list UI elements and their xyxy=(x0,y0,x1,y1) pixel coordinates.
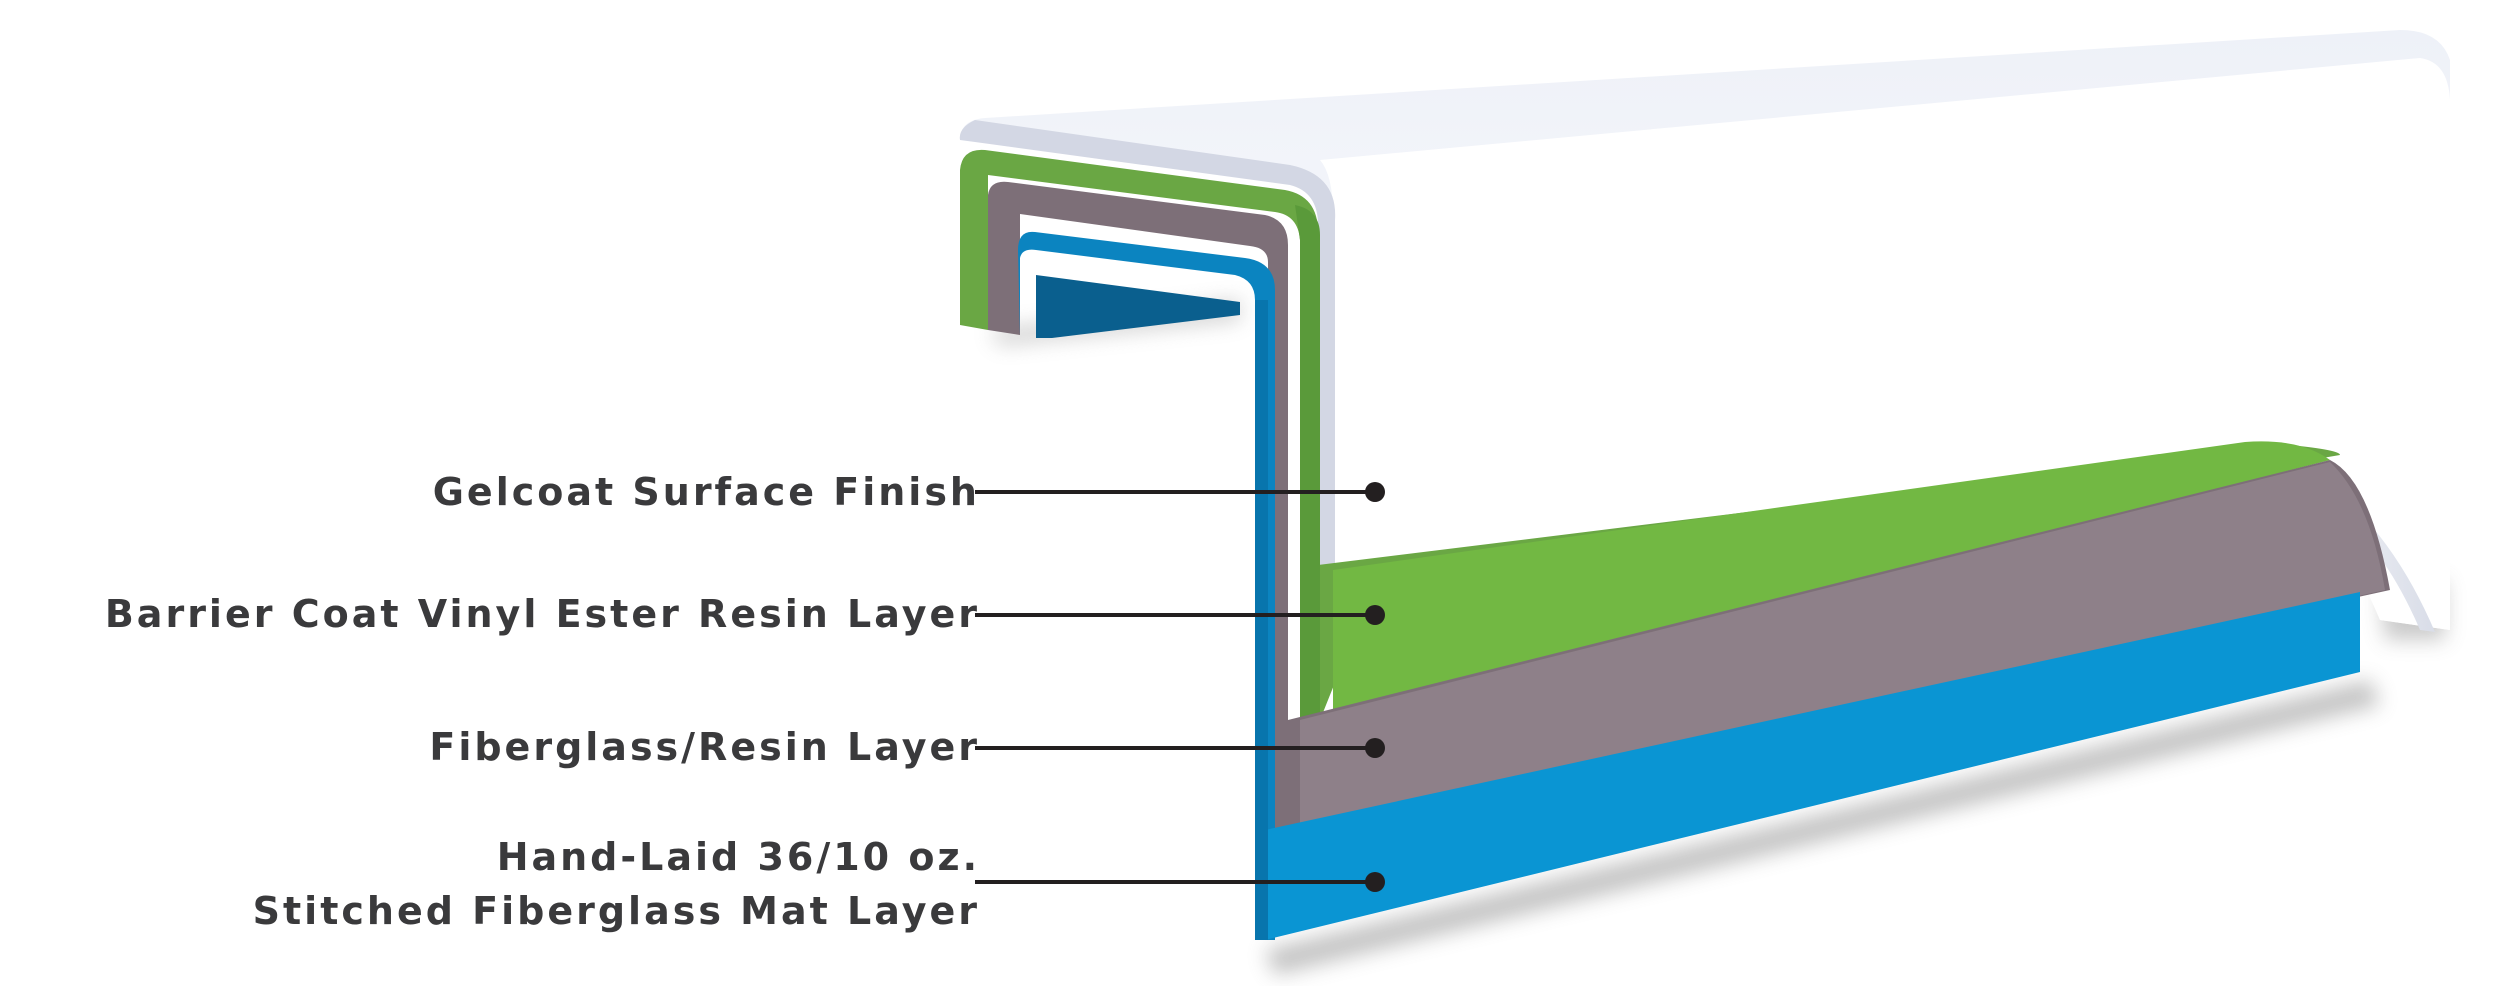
leader-dot-barrier xyxy=(1365,605,1385,625)
fiberglass-resin-front xyxy=(1300,462,2385,830)
label-fiberglass-resin-line-1: Fiberglass/Resin Layer xyxy=(429,725,980,769)
label-gelcoat-line-1: Gelcoat Surface Finish xyxy=(432,470,980,514)
stitched-mat-front xyxy=(1265,592,2360,940)
barrier-coat-vertical-face xyxy=(1295,205,1320,720)
leader-dot-fiberglass xyxy=(1365,738,1385,758)
label-fiberglass-resin: Fiberglass/Resin Layer xyxy=(429,720,980,774)
label-stitched-mat-line-2: Stitched Fiberglass Mat Layer xyxy=(252,889,980,933)
gelcoat-front-face xyxy=(1320,58,2450,630)
leader-gelcoat xyxy=(975,482,1385,502)
leader-dot-gelcoat xyxy=(1365,482,1385,502)
stitched-mat-vertical-face xyxy=(1255,300,1268,940)
label-barrier-coat-line-1: Barrier Coat Vinyl Ester Resin Layer xyxy=(104,592,980,636)
label-stitched-mat-line-1: Hand-Laid 36/10 oz. xyxy=(496,835,980,879)
stitched-mat-inner-channel xyxy=(1036,275,1240,338)
label-stitched-mat: Hand-Laid 36/10 oz. Stitched Fiberglass … xyxy=(253,830,980,938)
leader-fiberglass xyxy=(975,738,1385,758)
leader-barrier xyxy=(975,605,1385,625)
leader-mat xyxy=(975,872,1385,892)
leader-dot-mat xyxy=(1365,872,1385,892)
label-barrier-coat: Barrier Coat Vinyl Ester Resin Layer xyxy=(105,587,980,641)
label-gelcoat: Gelcoat Surface Finish xyxy=(433,465,980,519)
